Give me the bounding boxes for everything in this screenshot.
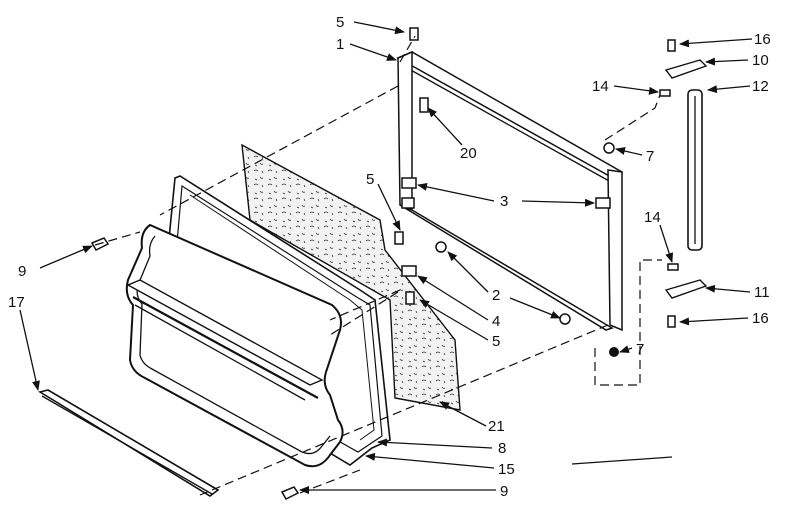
callout-1: 1 [336,36,344,53]
callout-11: 11 [754,284,770,301]
callout-20: 20 [460,145,477,162]
hinge-parts [659,39,708,328]
callout-9: 9 [500,483,508,500]
callout-2: 2 [492,287,500,304]
callout-16: 16 [754,31,771,48]
callout-21: 21 [488,418,505,435]
callout-10: 10 [752,52,769,69]
callout-8: 8 [498,440,506,457]
callout-4: 4 [492,313,500,330]
leader-lines [19,21,753,494]
callout-labels: 5 1 16 10 14 12 20 7 5 3 14 9 17 2 11 4 … [8,14,771,500]
fasteners [90,27,419,500]
callout-7: 7 [646,148,654,165]
callout-14: 14 [592,78,609,95]
callout-12: 12 [752,78,769,95]
callout-9: 9 [18,263,26,280]
insulation-panel [241,143,461,411]
callout-14: 14 [644,209,661,226]
callout-16: 16 [752,310,769,327]
assembly-lines [94,35,662,496]
callout-5: 5 [492,333,500,350]
callout-5: 5 [366,171,374,188]
callout-5: 5 [336,14,344,31]
door-liner [125,223,344,468]
door-frame [396,50,623,357]
callout-3: 3 [500,193,508,210]
door-shelf-bar [37,389,220,497]
callout-7: 7 [636,341,644,358]
callout-17: 17 [8,294,25,311]
callout-15: 15 [498,461,515,478]
